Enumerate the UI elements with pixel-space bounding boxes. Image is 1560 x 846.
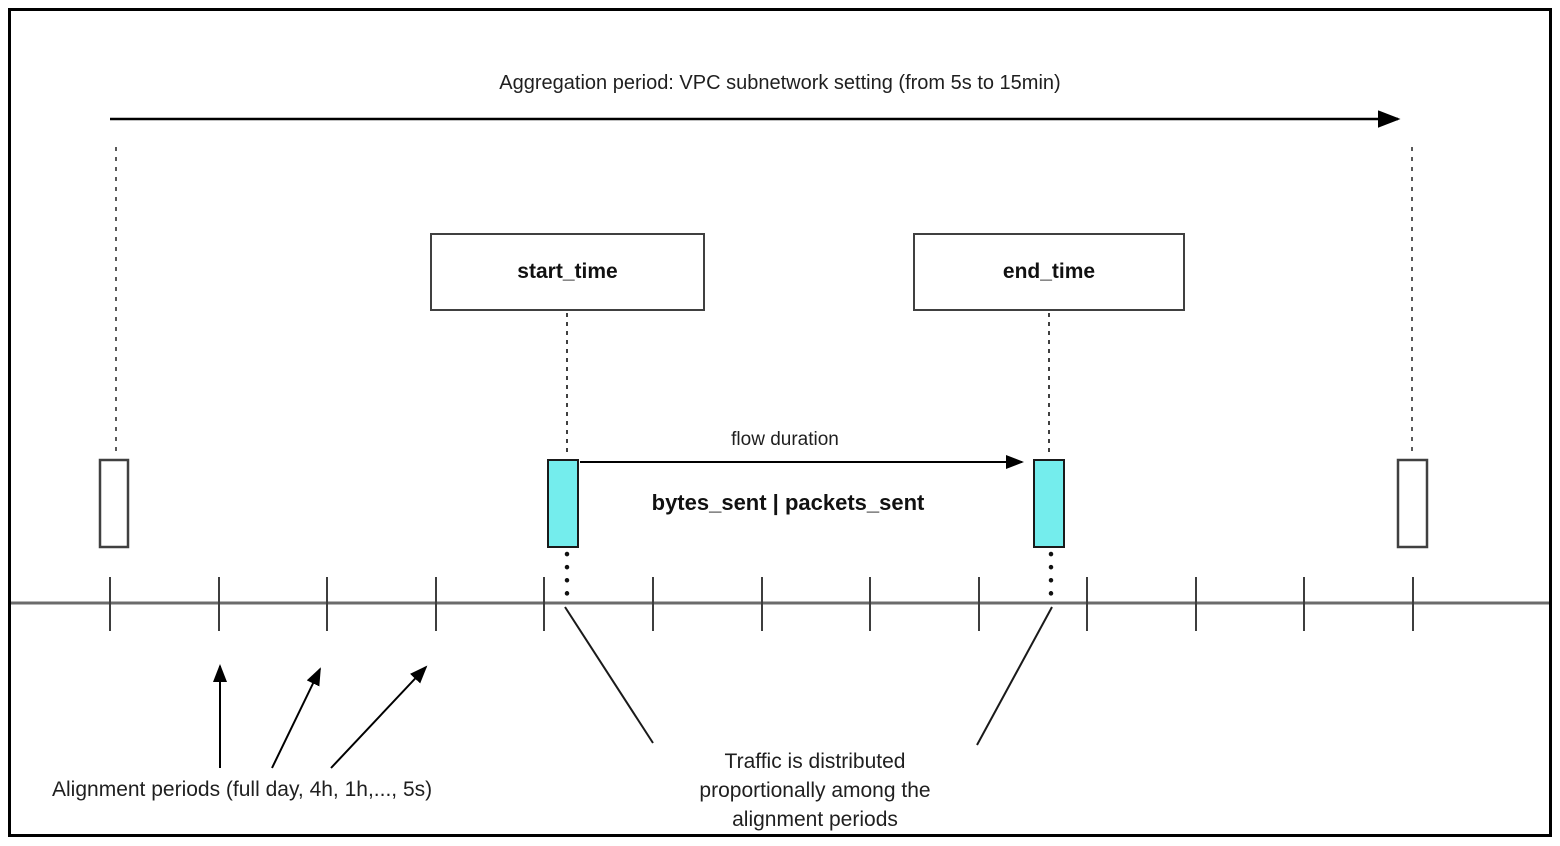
traffic-distribution-label: Traffic is distributed proportionally am… [699,750,931,831]
end-time-label: end_time [1002,260,1096,283]
flow-metrics-label: bytes_sent | packets_sent [651,490,925,515]
start-time-box: start_time [430,233,705,311]
end-time-box: end_time [913,233,1185,311]
diagram-frame [8,8,1552,837]
alignment-periods-label: Alignment periods (full day, 4h, 1h,...,… [52,778,433,801]
flow-duration-label: flow duration [731,429,839,450]
start-time-label: start_time [517,260,618,283]
diagram-title: Aggregation period: VPC subnetwork setti… [499,72,1061,94]
